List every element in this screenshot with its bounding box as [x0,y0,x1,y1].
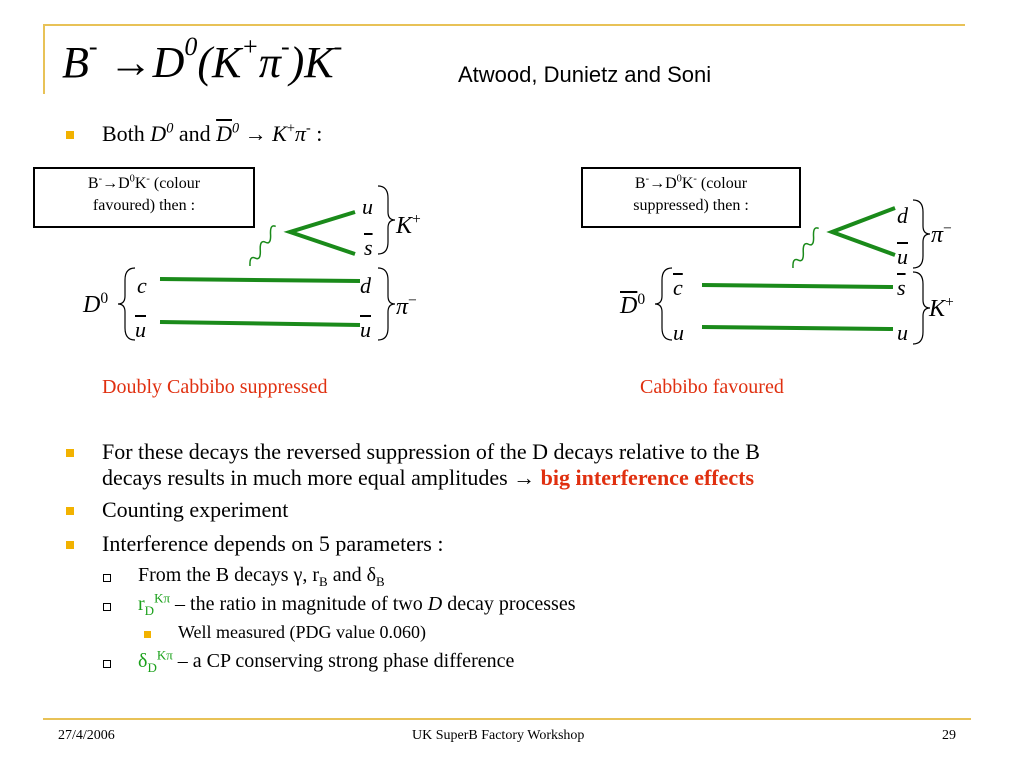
sub-sub-bullet-pdg: Well measured (PDG value 0.060) [178,622,426,642]
sub-bullet-delta: δDKπ – a CP conserving strong phase diff… [138,647,515,675]
bullet-counting: Counting experiment [102,497,289,522]
right-ubar-label: u [897,244,908,269]
bullet-marker [66,507,74,515]
right-pi-brace [912,199,931,269]
left-caption: Doubly Cabbibo suppressed [102,376,328,398]
right-u2-label: u [897,320,908,345]
slide-title: B- →D0(K+π-)K- [62,32,343,88]
left-sbar-label: s [364,235,373,260]
left-pi-label: π− [396,292,417,320]
right-D-brace [654,267,673,341]
right-u-label: u [673,320,684,345]
left-D-brace [117,267,136,341]
right-pi-label: π− [931,220,952,248]
bullet-interference-line1: For these decays the reversed suppressio… [102,439,760,464]
bullet-marker [66,541,74,549]
right-sbar-label: s [897,275,906,300]
left-decay-box: B-→D0K- (colour favoured) then : [33,167,255,228]
sub-bullet-marker [103,603,111,611]
left-rule [43,24,45,94]
sub-bullet-marker [103,574,111,582]
right-quark-line-u [701,325,894,331]
left-diagram-graphics [117,185,396,341]
left-K-brace [377,185,396,255]
right-caption: Cabbibo favoured [640,376,784,398]
right-decay-box: B-→D0K- (colour suppressed) then : [581,167,801,228]
sub-sub-bullet-marker [144,631,151,638]
top-rule [43,24,965,26]
sub-bullet-rd: rDKπ – the ratio in magnitude of two D d… [138,590,576,618]
left-d-label: d [360,273,371,298]
right-diagram-graphics [654,199,931,345]
left-pair-vertex [283,210,356,256]
left-u-label: u [362,194,373,219]
left-pi-brace [377,267,396,341]
left-quark-line-c [159,277,361,283]
left-ubar2-label: u [360,317,371,342]
footer-date: 27/4/2006 [58,728,115,743]
authors: Atwood, Dunietz and Soni [458,62,712,87]
right-w-boson [792,227,820,269]
sub-bullet-marker [103,660,111,668]
right-cbar-label: c [673,275,683,300]
intro-line: Both D0 and D0 → K+π- : [102,120,323,146]
bullet-marker [66,449,74,457]
left-c-label: c [137,273,147,298]
left-D-label: D0 [83,290,109,318]
bullet-marker [66,131,74,139]
left-K-label: K+ [396,211,421,239]
footer-event: UK SuperB Factory Workshop [412,728,585,743]
right-K-brace [912,271,931,345]
right-pair-vertex [826,206,896,257]
footer-page-number: 29 [942,728,956,743]
sub-bullet-b-decays: From the B decays γ, rB and δB [138,564,385,589]
bottom-rule [43,718,971,720]
right-Dbar-label: D0 [620,291,646,319]
bullet-interference-line2: decays results in much more equal amplit… [102,465,755,490]
bullet-parameters: Interference depends on 5 parameters : [102,531,444,556]
left-quark-line-u [159,320,361,327]
left-ubar-label: u [135,317,146,342]
right-d-label: d [897,203,908,228]
right-K-label: K+ [929,294,954,322]
right-quark-line-cbar [701,283,894,289]
left-w-boson [249,225,277,267]
